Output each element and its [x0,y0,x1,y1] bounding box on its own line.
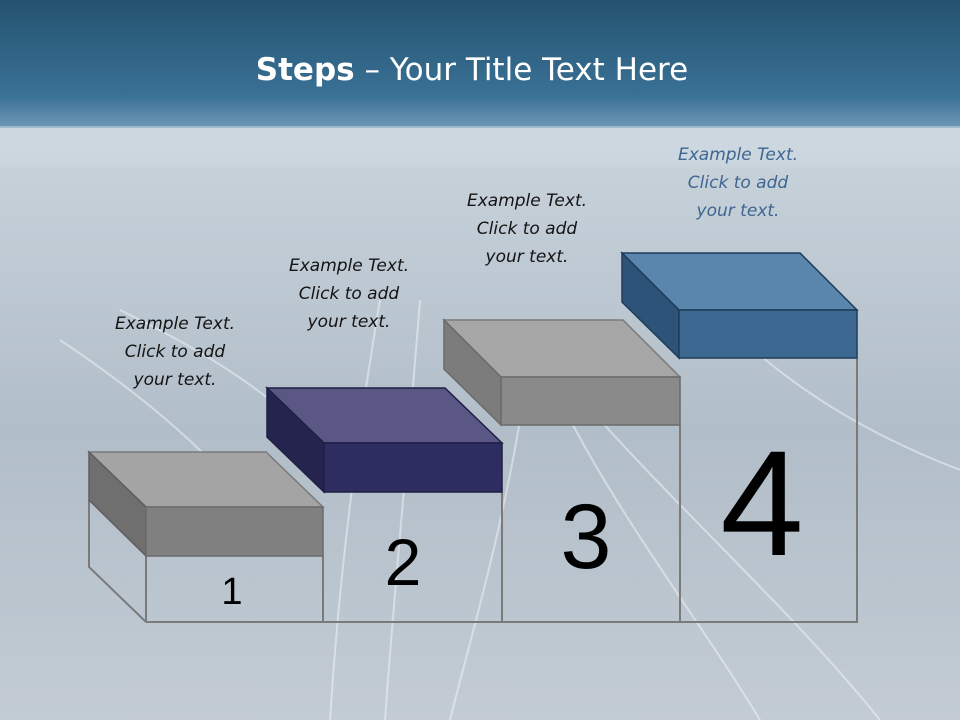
step-4-caption-line: Example Text. [677,145,799,165]
title-rest: – Your Title Text Here [354,52,689,88]
step-2-caption-line: Example Text. [288,256,410,276]
step-4-caption-line: Click to add [687,173,789,193]
step-1-caption-line: your text. [133,370,217,390]
title-bold: Steps [255,52,355,88]
step-3-caption-line: Click to add [476,219,578,239]
step-2-block[interactable] [265,386,504,494]
step-1-caption-line: Example Text. [114,314,236,334]
step-3-caption[interactable]: Example Text. Click to add your text. [427,187,627,271]
track-lines [59,299,960,721]
step-4-caption-line: your text. [696,201,780,221]
step-4-caption[interactable]: Example Text. Click to add your text. [638,141,838,225]
step-2-caption-line: Click to add [298,284,400,304]
step-1-caption-line: Click to add [124,342,226,362]
step-4-block[interactable] [620,251,859,360]
step-3-caption-line: Example Text. [466,191,588,211]
step-1-block[interactable] [87,450,325,558]
slide-title[interactable]: Steps – Your Title Text Here [0,52,944,88]
step-2-caption[interactable]: Example Text. Click to add your text. [249,252,449,336]
steps-outline [88,358,858,623]
step-4-number: 4 [720,419,803,587]
step-2-caption-line: your text. [307,312,391,332]
step-2-number: 2 [385,525,422,599]
step-3-block[interactable] [442,318,682,427]
step-1-number: 1 [221,571,242,613]
step-1-caption[interactable]: Example Text. Click to add your text. [75,310,275,394]
step-3-caption-line: your text. [485,247,569,267]
step-3-number: 3 [560,486,611,588]
